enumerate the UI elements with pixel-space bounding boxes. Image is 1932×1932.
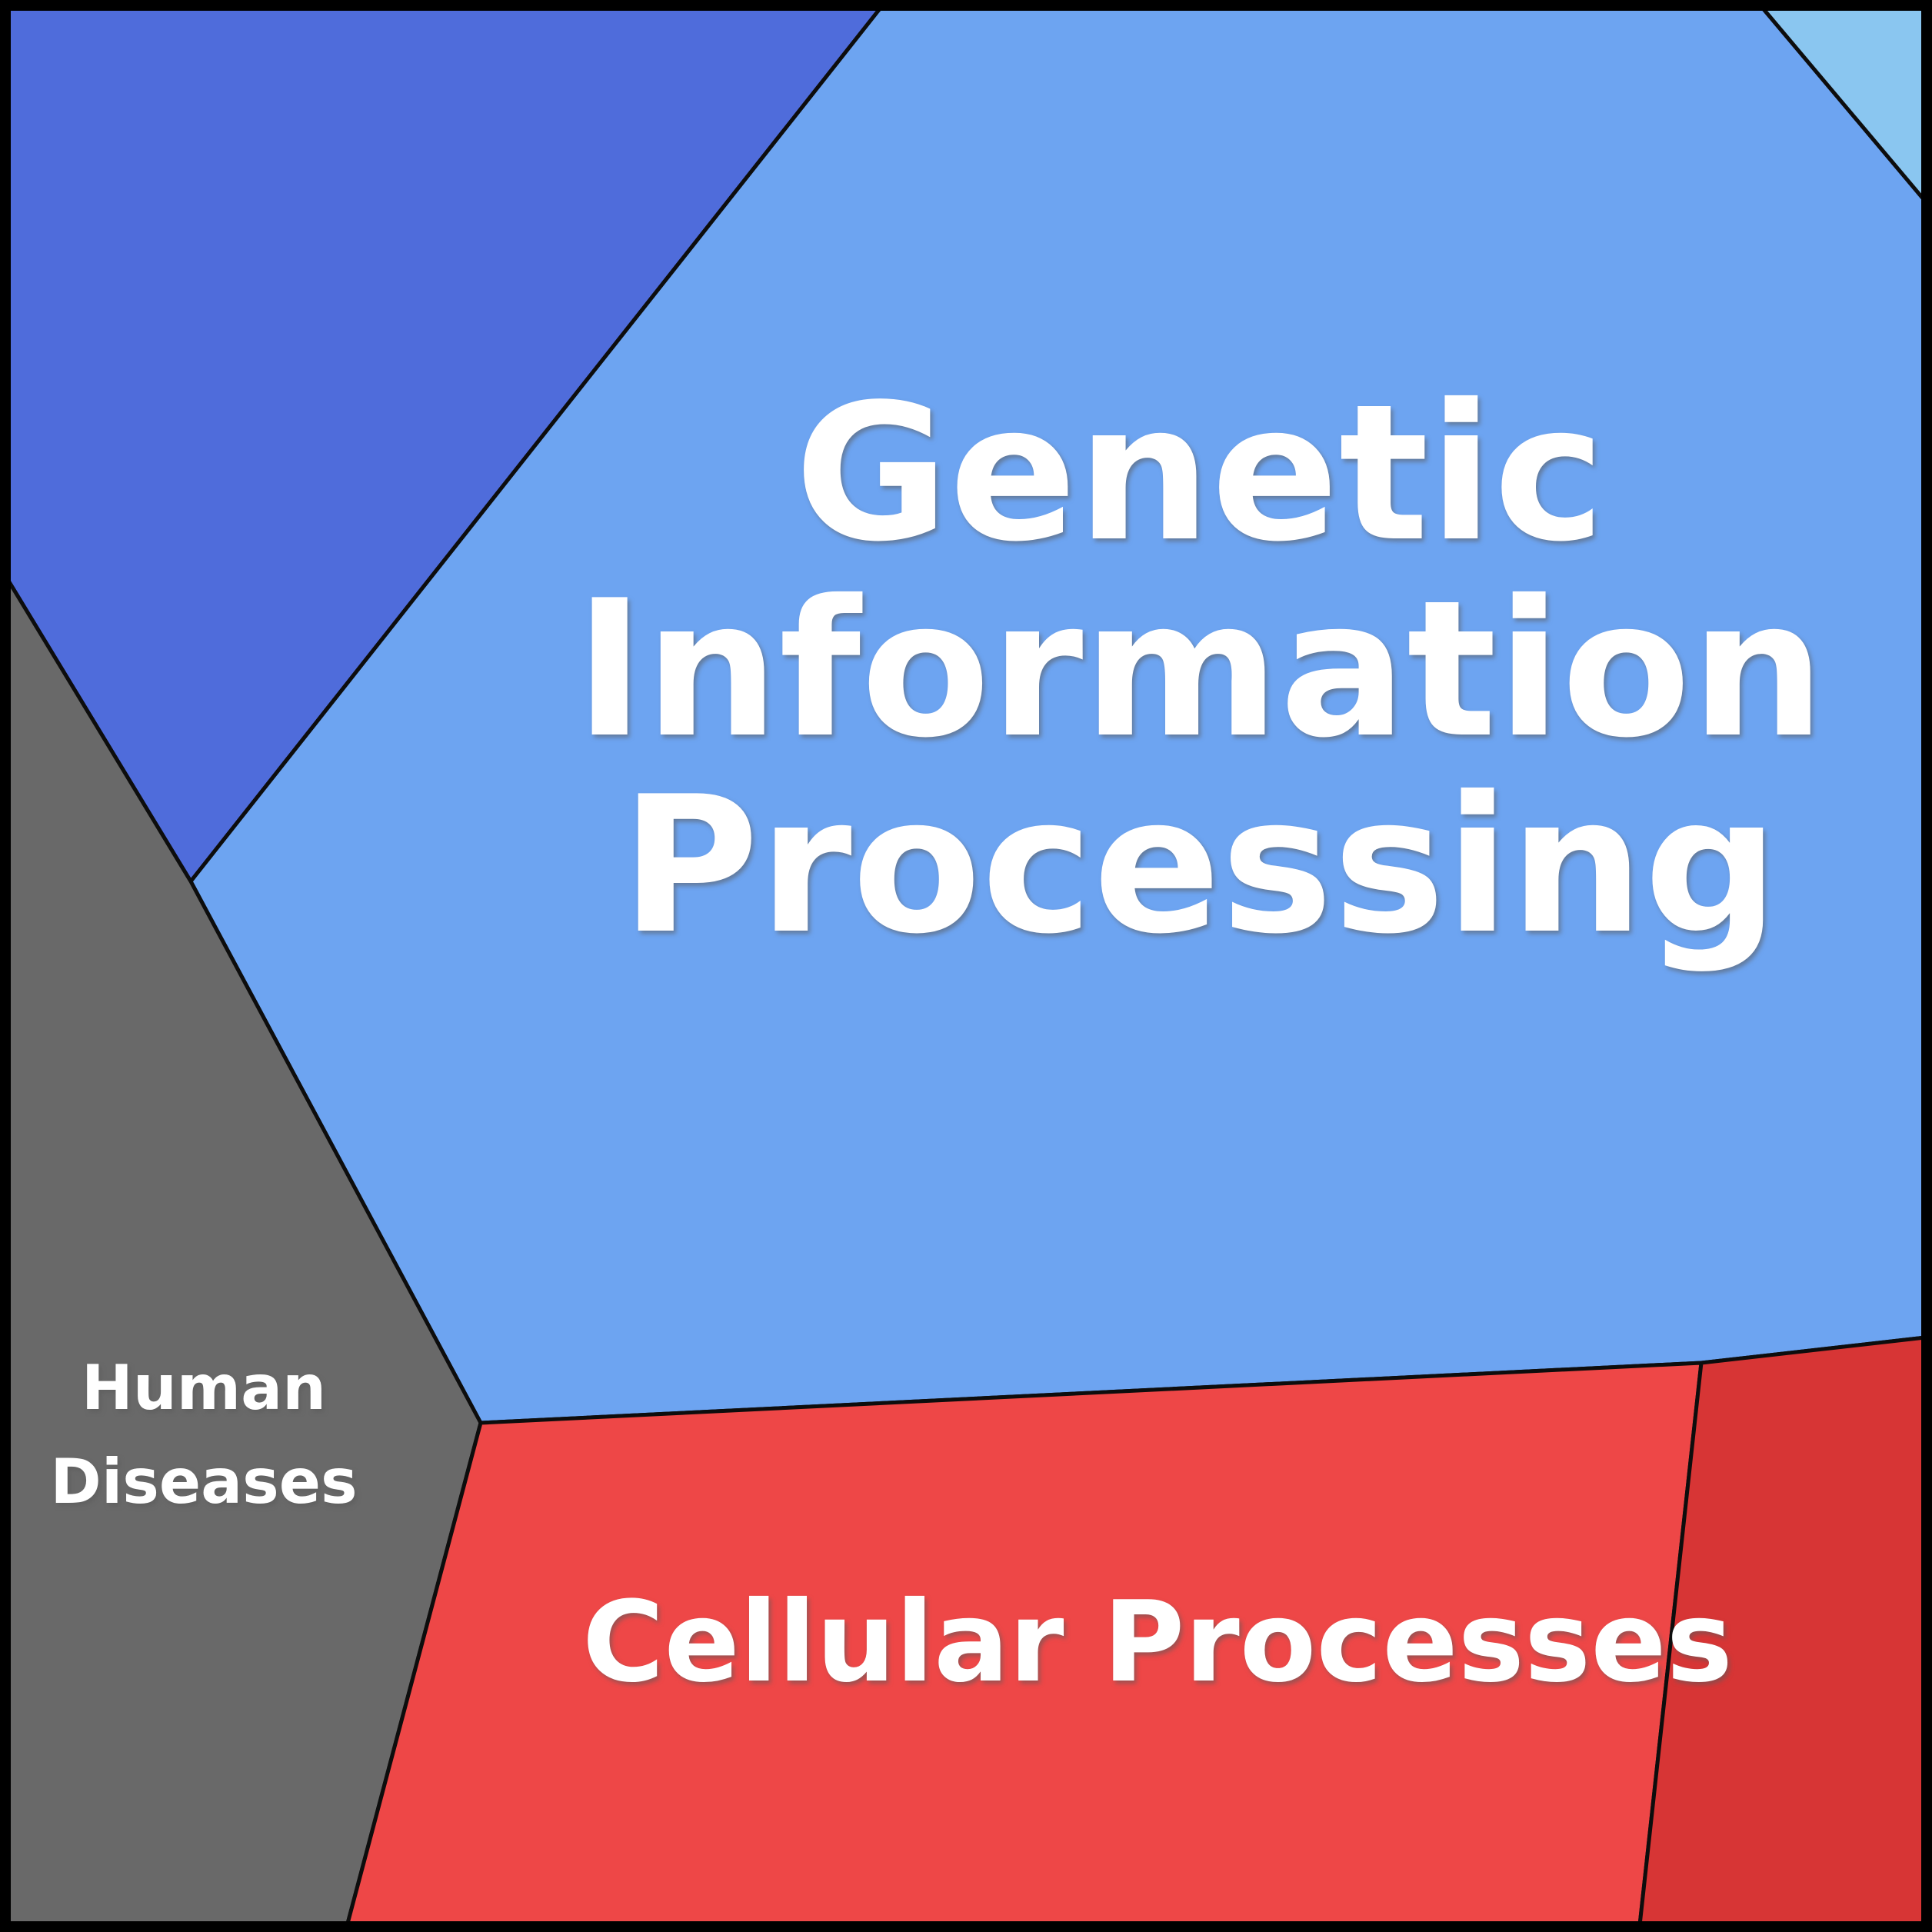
region-bottom-right-unlabeled xyxy=(1637,1334,1932,1932)
region-top-right-unlabeled xyxy=(1754,0,1932,212)
region-cellular-processes xyxy=(343,1361,1704,1932)
